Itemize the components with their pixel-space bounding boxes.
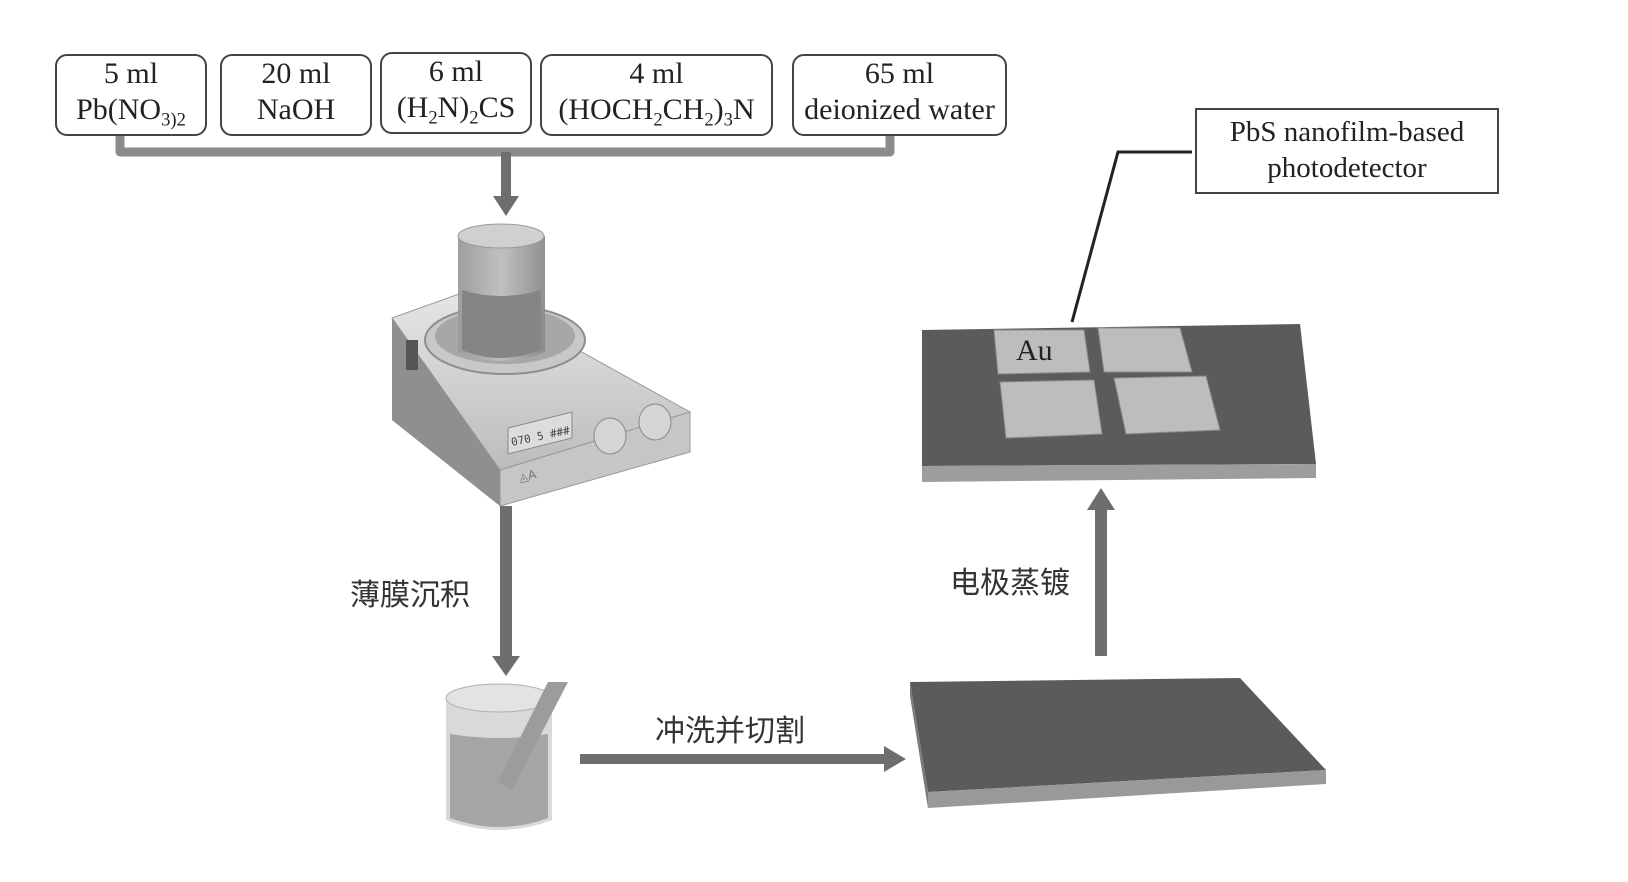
reagent-bracket xyxy=(115,136,895,157)
reagent-amount: 20 ml xyxy=(261,57,331,90)
reagent-formula: Pb(NO3)2 xyxy=(76,93,186,131)
reagent-box-water: 65 ml deionized water xyxy=(792,54,1007,136)
leader-line xyxy=(1070,150,1192,323)
reagent-amount: 65 ml xyxy=(864,57,935,90)
step-deposition: 薄膜沉积 xyxy=(350,578,470,613)
reagent-amount: 4 ml xyxy=(629,57,684,90)
magnetic-stirrer: 070 5 ### ◬A xyxy=(391,223,692,507)
reagent-box-naoh: 20 ml NaOH xyxy=(220,54,372,136)
arrow-right xyxy=(580,746,906,772)
device-label-line2: photodetector xyxy=(1267,152,1427,184)
reagent-formula: deionized water xyxy=(804,93,995,126)
reagent-amount: 5 ml xyxy=(103,57,159,90)
electrode-pad xyxy=(993,329,1091,375)
electrode-pad xyxy=(1113,375,1221,435)
reagent-formula: (H2N)2CS xyxy=(396,91,516,129)
reagent-box-thiourea: 6 ml (H2N)2CS xyxy=(380,52,532,134)
reagent-box-tea: 4 ml (HOCH2CH2)3N xyxy=(540,54,773,136)
reagent-formula: NaOH xyxy=(256,93,336,126)
step-wash-cut: 冲洗并切割 xyxy=(655,714,805,749)
step-evaporation: 电极蒸镀 xyxy=(950,566,1070,601)
device-substrate xyxy=(922,324,1316,482)
electrode-label: Au xyxy=(1016,334,1053,367)
reagent-box-pbno3: 5 ml Pb(NO3)2 xyxy=(55,54,207,136)
arrow-up xyxy=(1087,488,1115,656)
arrow-down-2 xyxy=(492,506,520,676)
svg-text:◬A: ◬A xyxy=(517,467,538,485)
electrode-pad xyxy=(1097,327,1193,373)
device-label-box: PbS nanofilm-based photodetector xyxy=(1195,108,1499,194)
electrode-pad xyxy=(999,379,1103,439)
reagent-formula: (HOCH2CH2)3N xyxy=(558,93,755,131)
arrow-down-1 xyxy=(493,152,519,216)
bare-substrate xyxy=(910,678,1326,808)
reagent-amount: 6 ml xyxy=(428,55,484,88)
device-label-line1: PbS nanofilm-based xyxy=(1229,116,1465,148)
beaker-with-rod xyxy=(445,682,568,830)
